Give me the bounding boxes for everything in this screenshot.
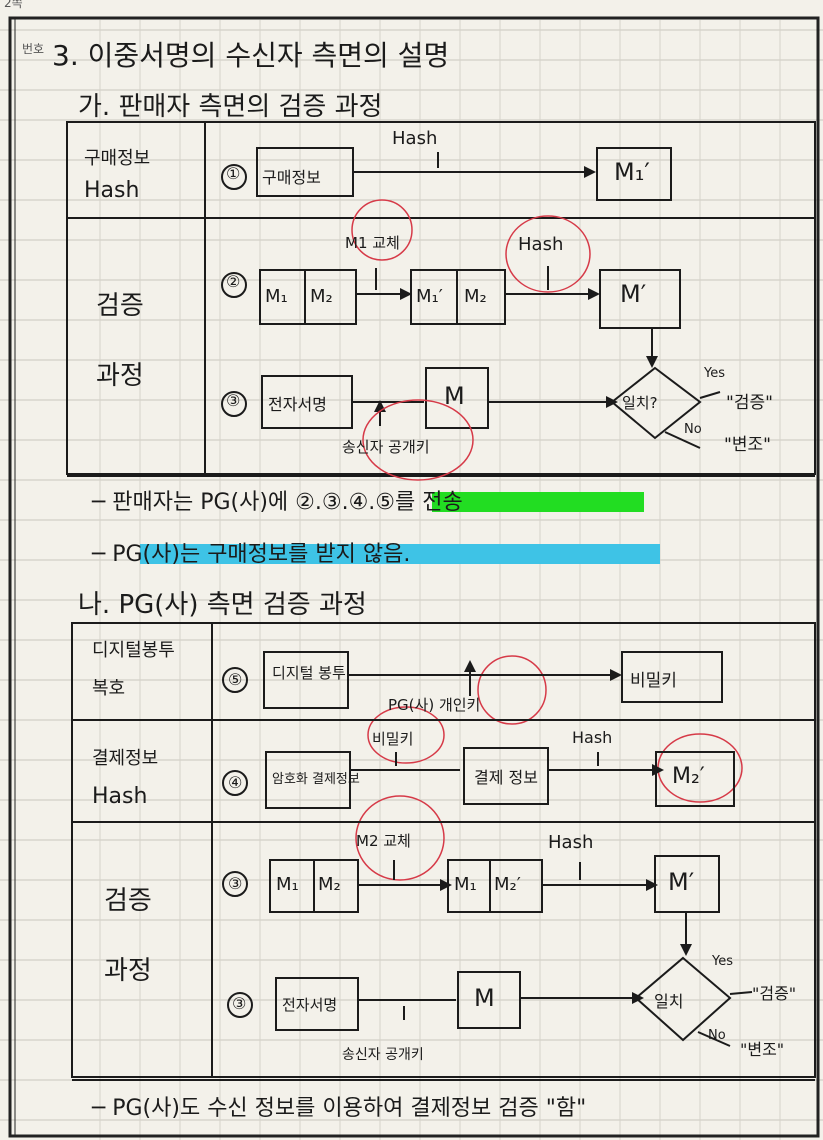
- s2-note: ─ PG(사)도 수신 정보를 이용하여 결제정보 검증 "함": [92, 1096, 587, 1121]
- s2-step-num: ③: [228, 874, 243, 893]
- s1-no: No: [684, 422, 702, 437]
- s2-step-num: ④: [228, 773, 243, 792]
- s1-step-num: ①: [226, 164, 241, 183]
- s1-note1: ─ 판매자는 PG(사)에 ②.③.④.⑤를 전송: [92, 490, 463, 515]
- s1-pubkey-label: 송신자 공개키: [342, 438, 430, 456]
- s2-hash2-label: Hash: [548, 832, 594, 853]
- s2-step-num: ⑤: [228, 670, 243, 689]
- s1-box-mprime: M′: [620, 280, 647, 308]
- s2-box-m1: M₁: [276, 874, 299, 895]
- heading-section-1: 가. 판매자 측면의 검증 과정: [78, 92, 383, 122]
- s1-box-sig: 전자서명: [268, 395, 327, 414]
- green-highlight: [432, 492, 644, 512]
- s2-verify-label1: 검증: [104, 886, 152, 916]
- s1-box-m2: M₂: [310, 286, 333, 307]
- s2-box-envelope: 디지털 봉투: [272, 664, 346, 682]
- s1-verify-label1: 검증: [96, 291, 144, 321]
- s2-box-m2p: M₂′: [494, 874, 521, 895]
- s2-box-payinfo: 결제 정보: [474, 768, 538, 787]
- s2-decision: 일치: [654, 992, 684, 1011]
- page-border: [8, 16, 820, 1138]
- s2-row3-flow: [222, 855, 720, 948]
- s2-box-secretkey: 비밀키: [630, 671, 677, 691]
- s2-row1-label: 디지털봉투 복호: [92, 640, 175, 699]
- s1-box-m1prime: M₁′: [614, 158, 650, 186]
- s2-step-num: ③: [232, 994, 247, 1013]
- s1-row1-flow: [221, 147, 672, 201]
- s2-box-sig: 전자서명: [282, 996, 338, 1014]
- s2-row4-flow: [227, 956, 753, 1047]
- s1-verify-label2: 과정: [96, 361, 144, 391]
- s1-yes-result: "검증": [726, 393, 773, 413]
- s2-no-result: "변조": [740, 1040, 785, 1059]
- s2-secretkey-label: 비밀키: [372, 730, 414, 748]
- s1-box-purchase: 구매정보: [262, 168, 321, 187]
- number-label: 번호: [22, 42, 45, 56]
- s1-step-num: ②: [226, 272, 241, 291]
- s1-yes: Yes: [704, 366, 725, 381]
- s2-pubkey-label: 송신자 공개키: [342, 1047, 424, 1063]
- s1-row2-flow: [221, 266, 681, 360]
- s1-box-m: M: [444, 382, 465, 410]
- s2-box-m2: M₂: [318, 874, 341, 895]
- s1-step-num: ③: [226, 391, 241, 410]
- s2-privkey-label: PG(사) 개인키: [388, 696, 481, 714]
- s2-no: No: [708, 1028, 726, 1043]
- s2-row2-label: 결제정보 Hash: [92, 748, 159, 809]
- s2-verify-label2: 과정: [104, 956, 152, 986]
- s2-hash-label: Hash: [572, 728, 613, 747]
- s2-yes-result: "검증": [752, 984, 797, 1003]
- s1-row3-flow: [221, 366, 721, 449]
- s1-decision: 일치?: [622, 394, 658, 412]
- s1-hash-label: Hash: [392, 128, 438, 149]
- s1-row1-label: 구매정보 Hash: [84, 148, 151, 203]
- s2-replace-label: M2 교체: [356, 832, 411, 850]
- s1-note2: ─ PG(사)는 구매정보를 받지 않음.: [92, 542, 411, 567]
- s2-box-mprime: M′: [668, 868, 695, 896]
- heading-main: 3. 이중서명의 수신자 측면의 설명: [52, 39, 450, 72]
- s2-box-m: M: [474, 984, 495, 1012]
- s1-no-result: "변조": [724, 435, 771, 455]
- s1-replace-label: M1 교체: [345, 234, 400, 252]
- s1-box-m1: M₁: [265, 286, 288, 307]
- s1-box-m1p: M₁′: [416, 286, 443, 307]
- s2-yes: Yes: [712, 954, 733, 969]
- s2-box-m1b: M₁: [454, 874, 477, 895]
- page-corner-label: 2쪽: [4, 0, 23, 10]
- s1-hash2-label: Hash: [518, 234, 564, 255]
- s2-box-m2prime: M₂′: [672, 764, 705, 789]
- s1-box-m2b: M₂: [464, 286, 487, 307]
- blue-highlight: [140, 544, 660, 564]
- heading-section-2: 나. PG(사) 측면 검증 과정: [78, 590, 367, 620]
- s2-row1-flow: [222, 651, 723, 709]
- s2-row2-flow: [222, 747, 735, 809]
- s2-box-encrypted: 암호화 결제정보: [272, 772, 360, 787]
